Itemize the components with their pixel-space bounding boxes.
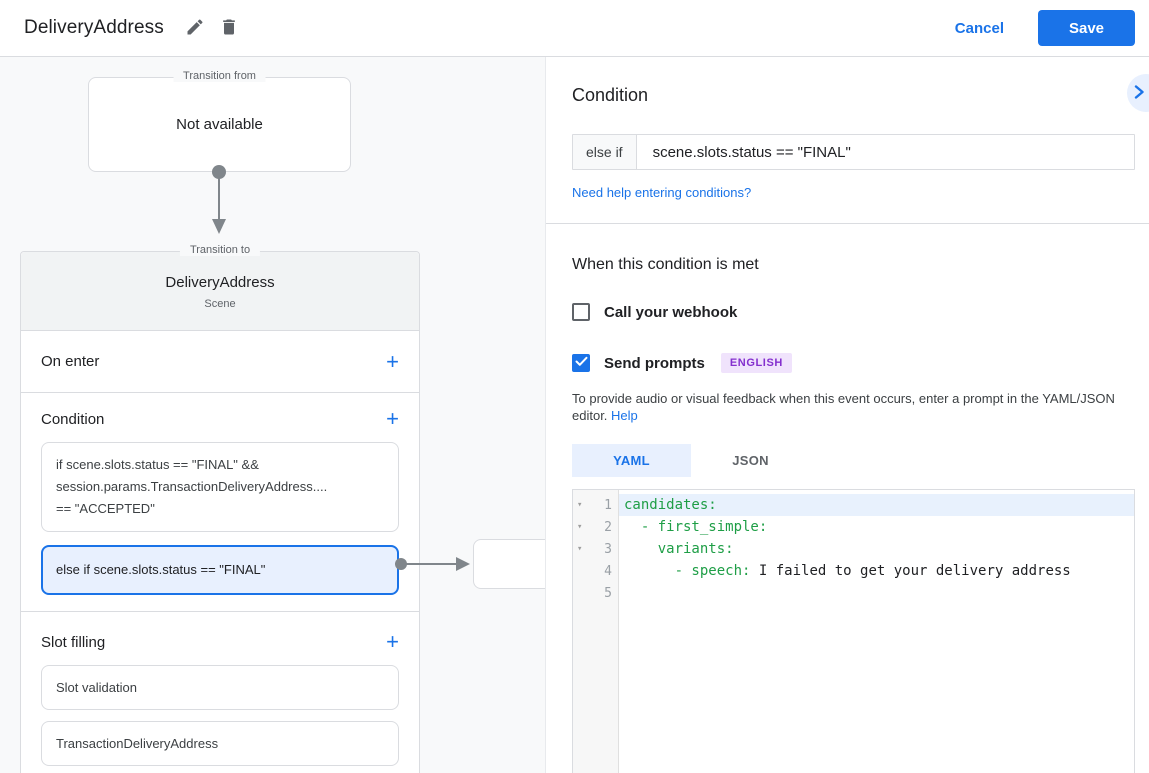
- description-line-2: editor.: [572, 408, 608, 423]
- transition-target-box[interactable]: [473, 539, 545, 589]
- editor-format-tabs: YAML JSON: [572, 444, 1135, 477]
- save-button[interactable]: Save: [1038, 10, 1135, 46]
- fold-toggle-icon[interactable]: ▾: [577, 544, 583, 554]
- editor-gutter: ▾ 1 ▾ 2 ▾ 3 4 5: [573, 490, 619, 773]
- webhook-row: Call your webhook: [572, 303, 1135, 321]
- pencil-icon: [185, 17, 205, 40]
- yaml-code-editor[interactable]: ▾ 1 ▾ 2 ▾ 3 4 5 candidates:: [572, 489, 1135, 773]
- fold-toggle-icon[interactable]: ▾: [577, 500, 583, 510]
- chevron-right-icon: [1133, 84, 1145, 102]
- collapse-panel-button[interactable]: [1127, 74, 1149, 112]
- call-webhook-checkbox[interactable]: [572, 303, 590, 321]
- edit-button[interactable]: [178, 11, 212, 45]
- delete-button[interactable]: [212, 11, 246, 45]
- condition-section-label: Condition: [41, 410, 105, 428]
- code-line: candidates:: [619, 494, 1134, 516]
- transition-from-box: Transition from Not available: [88, 70, 351, 172]
- call-webhook-label: Call your webhook: [604, 303, 738, 321]
- slot-filling-label: Slot filling: [41, 633, 106, 651]
- section-divider: [546, 223, 1149, 224]
- scene-diagram-panel: Transition from Not available Transition…: [0, 57, 546, 773]
- condition-item-2-selected[interactable]: else if scene.slots.status == "FINAL": [41, 545, 399, 595]
- transition-from-content: Not available: [176, 116, 263, 133]
- add-slot-icon[interactable]: +: [386, 629, 399, 654]
- condition-detail-panel: Condition else if Need help entering con…: [546, 57, 1149, 773]
- condition-item-1[interactable]: if scene.slots.status == "FINAL" && sess…: [41, 442, 399, 532]
- code-line: - speech: I failed to get your delivery …: [624, 563, 1071, 579]
- panel-title: Condition: [572, 85, 649, 105]
- send-prompts-row: Send prompts ENGLISH: [572, 353, 1135, 373]
- condition-1-line-2: session.params.TransactionDeliveryAddres…: [56, 479, 328, 494]
- send-prompts-checkbox[interactable]: [572, 354, 590, 372]
- cancel-button[interactable]: Cancel: [943, 12, 1016, 45]
- description-line-1: To provide audio or visual feedback when…: [572, 391, 1115, 406]
- language-badge: ENGLISH: [720, 353, 792, 373]
- prompts-description: To provide audio or visual feedback when…: [572, 390, 1135, 424]
- tab-json[interactable]: JSON: [732, 453, 769, 468]
- when-condition-met-title: When this condition is met: [572, 256, 759, 273]
- tab-yaml[interactable]: YAML: [572, 444, 691, 477]
- conditions-help-link[interactable]: Need help entering conditions?: [572, 185, 752, 200]
- page-title: DeliveryAddress: [24, 17, 164, 38]
- condition-expression-input[interactable]: [636, 135, 1134, 169]
- add-on-enter-icon[interactable]: +: [386, 348, 399, 374]
- slot-validation-item[interactable]: Slot validation: [41, 665, 399, 710]
- transition-arrow-down: [212, 165, 226, 234]
- condition-1-line-1: if scene.slots.status == "FINAL" &&: [56, 457, 259, 472]
- condition-section: Condition + if scene.slots.status == "FI…: [21, 393, 419, 612]
- transition-from-legend: Transition from: [173, 70, 266, 82]
- scene-card-header[interactable]: DeliveryAddress Scene: [21, 252, 419, 331]
- scene-card: Transition to DeliveryAddress Scene On e…: [20, 244, 420, 773]
- condition-2-text: else if scene.slots.status == "FINAL": [56, 562, 266, 577]
- fold-toggle-icon[interactable]: ▾: [577, 522, 583, 532]
- code-line: [619, 582, 1134, 604]
- line-number: 4: [604, 563, 612, 579]
- line-number: 2: [604, 519, 612, 535]
- transaction-delivery-address-item[interactable]: TransactionDeliveryAddress: [41, 721, 399, 766]
- code-line: variants:: [624, 541, 734, 557]
- send-prompts-label: Send prompts: [604, 354, 705, 372]
- line-number: 5: [604, 585, 612, 601]
- slot-filling-section: Slot filling + Slot validation Transacti…: [21, 612, 419, 773]
- on-enter-label: On enter: [41, 353, 100, 370]
- condition-transition-arrow: [395, 557, 470, 571]
- checkmark-icon: [575, 354, 588, 372]
- on-enter-row[interactable]: On enter +: [21, 331, 419, 393]
- condition-input-row: else if: [572, 134, 1135, 170]
- top-header: DeliveryAddress Cancel Save: [0, 0, 1149, 57]
- condition-prefix-label: else if: [573, 135, 637, 169]
- transition-to-legend: Transition to: [179, 244, 261, 256]
- trash-icon: [219, 17, 239, 40]
- code-line: - first_simple:: [624, 519, 768, 535]
- add-condition-icon[interactable]: +: [386, 406, 399, 431]
- prompts-help-link[interactable]: Help: [611, 408, 638, 423]
- line-number: 3: [604, 541, 612, 557]
- editor-code-area[interactable]: candidates: - first_simple: variants: - …: [619, 490, 1134, 773]
- line-number: 1: [604, 497, 612, 513]
- scene-type-label: Scene: [204, 298, 236, 310]
- scene-name: DeliveryAddress: [165, 274, 275, 291]
- condition-1-line-3: == "ACCEPTED": [56, 501, 155, 516]
